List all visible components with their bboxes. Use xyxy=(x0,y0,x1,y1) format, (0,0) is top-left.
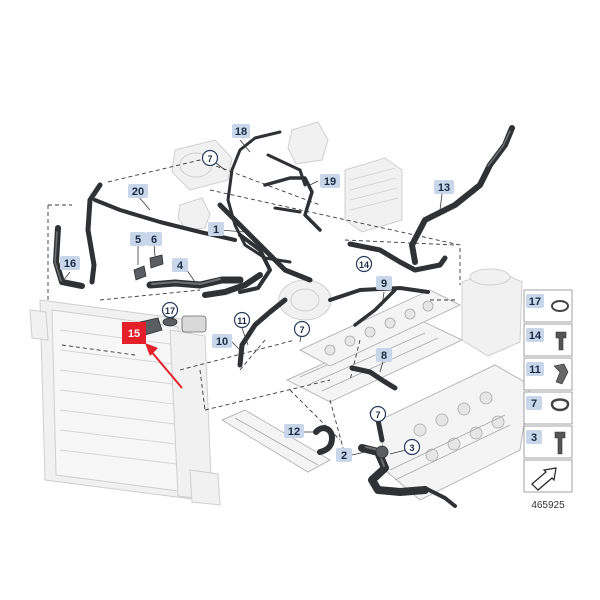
callout-7-lower[interactable]: 7 xyxy=(369,405,387,423)
svg-text:7: 7 xyxy=(375,410,380,420)
svg-text:8: 8 xyxy=(381,350,387,362)
legend-item-14[interactable]: 14 xyxy=(523,323,573,357)
bolt-icon xyxy=(554,431,566,455)
parts-legend: 17 14 11 7 3 xyxy=(523,289,573,493)
svg-text:12: 12 xyxy=(288,426,300,438)
callout-13[interactable]: 13 xyxy=(434,180,454,194)
svg-text:2: 2 xyxy=(341,450,347,462)
callout-10[interactable]: 10 xyxy=(212,334,232,348)
callout-20[interactable]: 20 xyxy=(128,184,148,198)
spring-clamp-icon xyxy=(550,398,570,412)
callout-15-highlighted[interactable]: 15 xyxy=(122,322,146,344)
svg-text:15: 15 xyxy=(128,328,140,340)
svg-text:17: 17 xyxy=(165,306,175,316)
callout-9[interactable]: 9 xyxy=(376,276,392,290)
callout-7-top[interactable]: 7 xyxy=(201,149,219,167)
svg-text:14: 14 xyxy=(529,330,542,342)
direction-arrow-icon xyxy=(531,467,557,491)
svg-text:14: 14 xyxy=(359,260,369,270)
callout-3[interactable]: 3 xyxy=(403,438,421,456)
callout-18[interactable]: 18 xyxy=(232,124,250,138)
callout-7-center[interactable]: 7 xyxy=(293,320,311,338)
svg-text:5: 5 xyxy=(135,234,141,246)
svg-text:11: 11 xyxy=(529,364,541,376)
callout-16[interactable]: 16 xyxy=(60,256,80,270)
diagram-id: 465925 xyxy=(531,500,565,511)
svg-text:20: 20 xyxy=(132,186,144,198)
legend-item-3[interactable]: 3 xyxy=(523,425,573,459)
coolant-hoses xyxy=(53,125,515,508)
callout-11[interactable]: 11 xyxy=(233,311,251,329)
screw-icon xyxy=(555,331,567,351)
highlight-arrow xyxy=(145,343,183,389)
svg-text:3: 3 xyxy=(531,432,537,444)
legend-item-17[interactable]: 17 xyxy=(523,289,573,323)
engine-cylinder-head xyxy=(220,289,531,501)
radiator-ghost xyxy=(29,299,221,506)
svg-text:18: 18 xyxy=(235,126,247,138)
hose-fitting-icon xyxy=(553,363,569,385)
hose-clip-icon xyxy=(551,300,569,312)
callout-12[interactable]: 12 xyxy=(284,424,304,438)
svg-text:10: 10 xyxy=(216,336,228,348)
legend-item-11[interactable]: 11 xyxy=(523,357,573,391)
callout-5[interactable]: 5 xyxy=(130,232,146,246)
callout-17[interactable]: 17 xyxy=(161,301,179,319)
callout-6[interactable]: 6 xyxy=(146,232,162,246)
callout-1[interactable]: 1 xyxy=(208,222,224,236)
callout-14[interactable]: 14 xyxy=(355,255,373,273)
svg-text:13: 13 xyxy=(438,182,450,194)
svg-text:7: 7 xyxy=(207,154,212,164)
svg-text:7: 7 xyxy=(531,398,537,410)
svg-text:19: 19 xyxy=(324,176,336,188)
svg-text:16: 16 xyxy=(64,258,76,270)
svg-text:3: 3 xyxy=(409,443,414,453)
legend-arrow-box xyxy=(523,459,573,493)
svg-text:7: 7 xyxy=(299,325,304,335)
callout-4[interactable]: 4 xyxy=(172,258,188,272)
svg-text:4: 4 xyxy=(177,260,184,272)
callout-19[interactable]: 19 xyxy=(320,174,340,188)
svg-text:9: 9 xyxy=(381,278,387,290)
svg-text:1: 1 xyxy=(213,224,219,236)
svg-text:6: 6 xyxy=(151,234,157,246)
svg-text:11: 11 xyxy=(237,316,247,326)
legend-item-7[interactable]: 7 xyxy=(523,391,573,425)
engine-ghost-parts xyxy=(171,121,523,357)
svg-text:17: 17 xyxy=(529,296,541,308)
callout-2[interactable]: 2 xyxy=(336,448,352,462)
callout-8[interactable]: 8 xyxy=(376,348,392,362)
